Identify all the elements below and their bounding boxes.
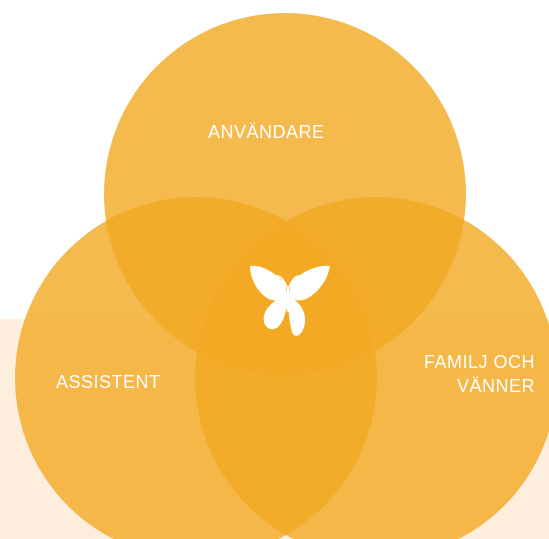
label-familj-och-vanner-line1: FAMILJ OCH bbox=[423, 352, 535, 372]
label-familj-och-vanner: FAMILJ OCH VÄNNER bbox=[424, 350, 535, 398]
butterfly-icon bbox=[250, 265, 330, 336]
label-assistent: ASSISTENT bbox=[56, 372, 161, 392]
label-anvandare: ANVÄNDARE bbox=[208, 122, 325, 142]
label-familj-och-vanner-line2: VÄNNER bbox=[456, 376, 535, 396]
